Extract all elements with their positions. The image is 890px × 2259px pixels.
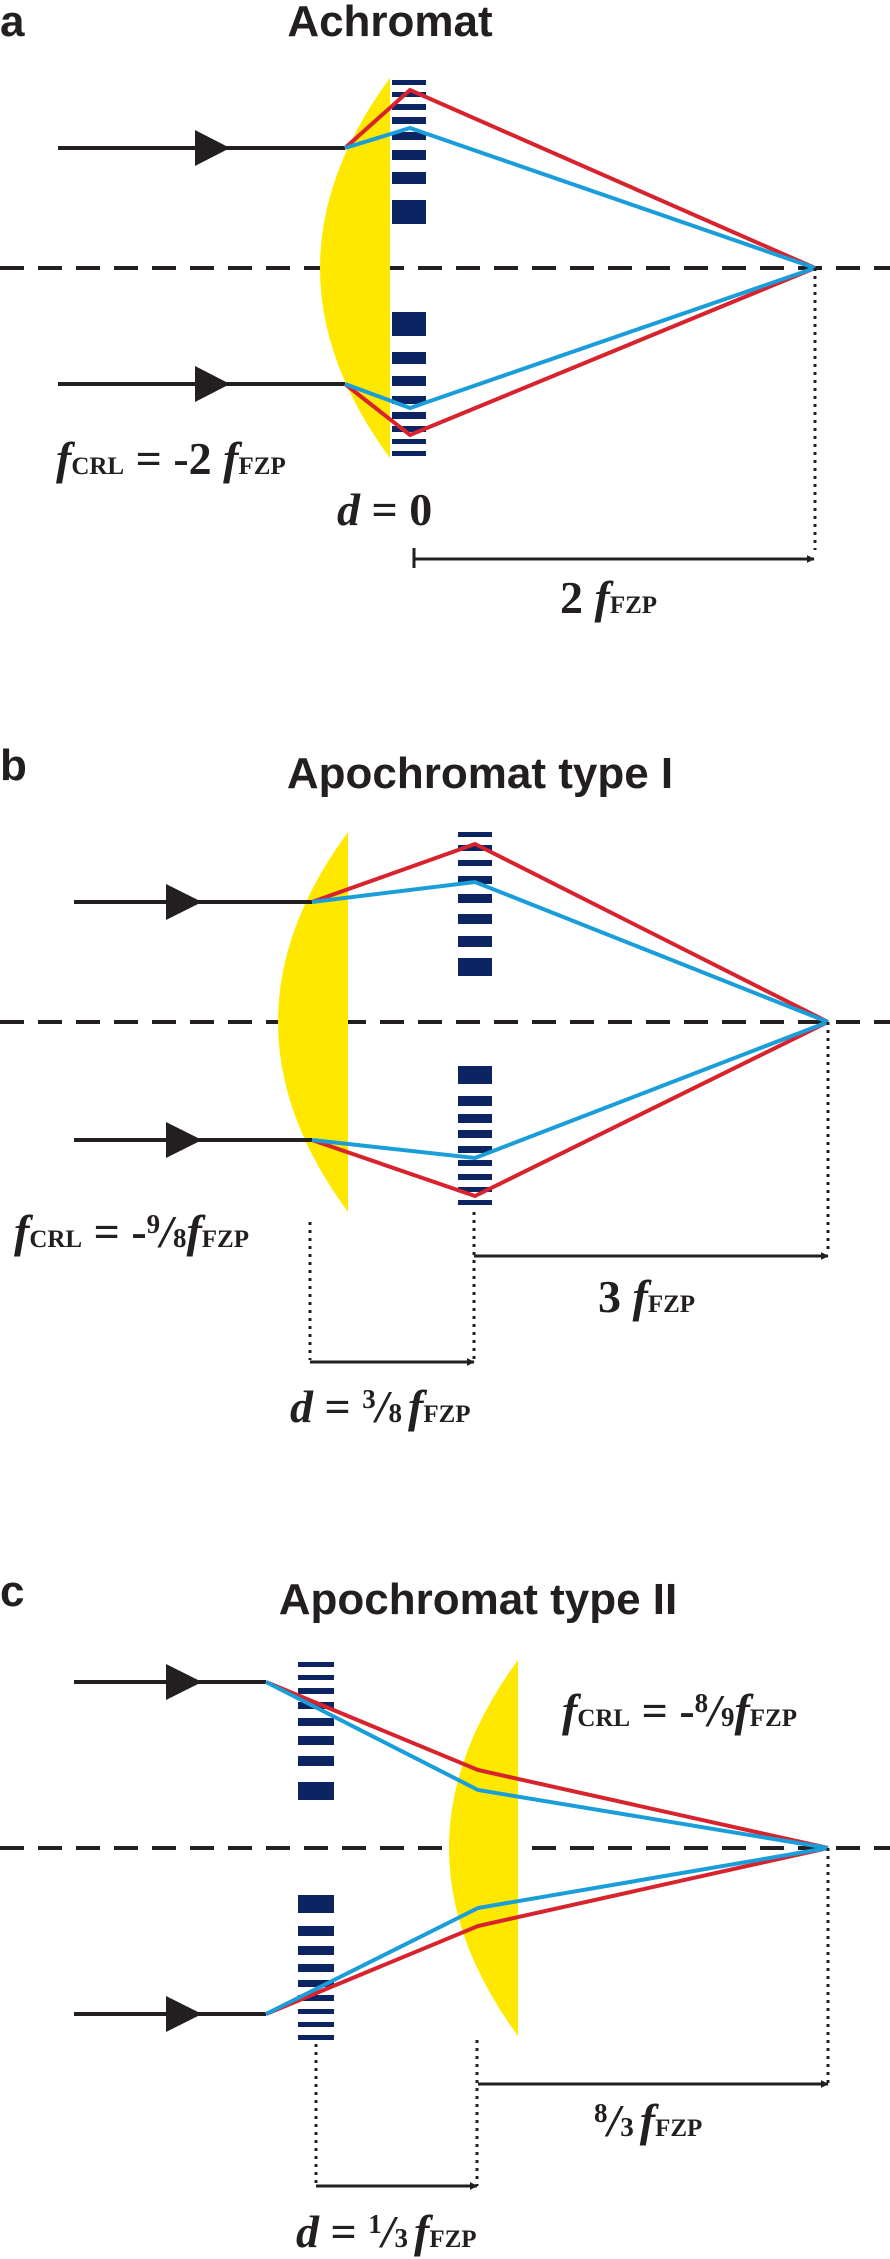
panel-c-letter: c — [0, 1567, 24, 1616]
ray-red-lower — [343, 266, 816, 438]
arrow-head-icon — [195, 130, 230, 166]
panel-b-letter: b — [0, 741, 27, 790]
crl-focal-label: fCRL = -2 fFZP — [56, 433, 286, 484]
ray-blue-upper — [265, 1680, 829, 1850]
panel-c: c Apochromat type II — [0, 1567, 890, 2257]
ray-red-lower — [311, 1020, 829, 1199]
distance-label: 2 fFZP — [560, 572, 657, 623]
panel-a: a Achromat — [0, 0, 890, 623]
ray-blue-lower — [311, 1020, 829, 1161]
ray-red-upper — [265, 1680, 829, 1850]
panel-b-title: Apochromat type I — [287, 749, 673, 798]
crl-lens — [449, 1660, 518, 2036]
arrow-head-icon — [166, 1996, 202, 2032]
zone-plate — [392, 80, 426, 456]
zone-plate — [298, 1662, 334, 2040]
arrow-head-icon — [166, 884, 202, 920]
arrow-head-icon — [195, 366, 230, 402]
panel-a-letter: a — [0, 0, 25, 46]
panel-c-title: Apochromat type II — [279, 1575, 678, 1624]
crl-focal-label: fCRL = -9/8fFZP — [14, 1206, 249, 1257]
ray-blue-lower — [344, 266, 816, 411]
crl-focal-label: fCRL = -8/9fFZP — [562, 1685, 797, 1736]
ray-red-lower — [265, 1846, 829, 2016]
crl-lens — [278, 832, 348, 1212]
separation-label: d = 0 — [337, 484, 432, 535]
ray-blue-upper — [311, 879, 829, 1024]
distance-label: 3 fFZP — [598, 1271, 695, 1322]
ray-blue-upper — [344, 125, 816, 270]
ray-red-upper — [343, 87, 816, 270]
arrow-head-icon — [166, 1664, 202, 1700]
ray-blue-lower — [265, 1846, 829, 2016]
panel-a-title: Achromat — [287, 0, 493, 46]
panel-b: b Apochromat type I — [0, 741, 890, 1432]
arrow-head-icon — [166, 1122, 202, 1158]
crl-lens — [320, 78, 390, 458]
ray-red-upper — [311, 841, 829, 1024]
